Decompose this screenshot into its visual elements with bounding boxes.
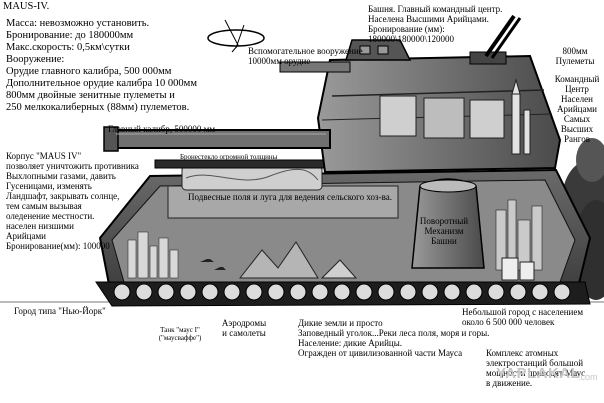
aa-guns-label: 800мм Пулеметы: [555, 46, 595, 66]
halo-icon: [207, 19, 265, 53]
tank-cupola: [344, 39, 412, 61]
tower-label: Башня. Главный командный центр. Населена…: [368, 4, 503, 44]
tank-hull: [98, 159, 592, 301]
page-title: MAUS-IV.: [3, 1, 50, 12]
turntable-label: Поворотный Механизм Башни: [419, 216, 469, 246]
reactors-label: Комплекс атомных электростанций большой …: [486, 348, 586, 388]
tank-turret: [316, 54, 562, 174]
small-city-label: Небольшой город с населением около 6 500…: [462, 307, 584, 327]
wild-lands-label: Дикие земли и просто Заповедный уголок..…: [298, 318, 490, 358]
new-york-label: Город типа "Нью-Йорк": [14, 306, 106, 316]
main-gun-barrel: [103, 126, 331, 152]
tank-tracks: [95, 281, 591, 307]
specs-block: Масса: невозможно установить. Бронирован…: [6, 18, 197, 113]
aux-gun-label: Вспомогательное вооружение 10000мм оруди…: [248, 46, 363, 66]
tank-mouse-label: Танк "маус I" ("маусваффе"): [158, 326, 202, 342]
command-center-label: Командный Центр Населен Арийцами Самых В…: [554, 74, 600, 144]
watermark-text: YAPLAKAL: [496, 365, 581, 382]
airfields-label: Аэродромы и самолеты: [221, 318, 267, 338]
fields-label: Подвесные поля и луга для ведения сельск…: [188, 192, 392, 202]
hull-label: Корпус "MAUS IV" позволяет уничтожить пр…: [6, 151, 139, 251]
main-gun-label: Главный калибр, 500000 мм: [108, 124, 216, 134]
fence-label: Бронестекло огромной толщины: [180, 153, 278, 161]
aux-gun: [279, 61, 351, 73]
aa-machine-gun: [469, 14, 522, 65]
watermark-suffix: .com: [578, 372, 598, 382]
